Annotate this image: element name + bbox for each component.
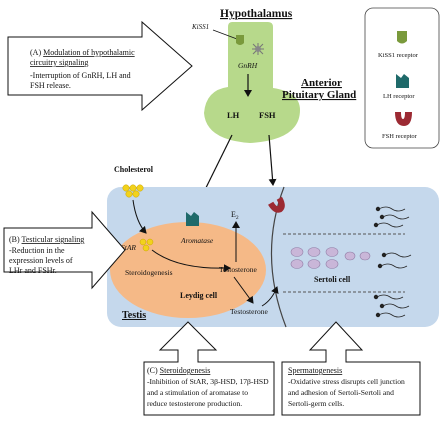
- box-c-arrow: [143, 321, 275, 416]
- legend-lh-label: LH receptor: [383, 93, 415, 100]
- kiss1-receptor-icon: [236, 35, 244, 45]
- box-c-body-line1: -Inhibition of StAR, 3β-HSD, 17β-HSD: [147, 377, 269, 386]
- hypothalamus-title: Hypothalamus: [220, 8, 293, 20]
- fsh-receptor-icon: [268, 196, 285, 213]
- fsh-label: FSH: [259, 110, 276, 120]
- box-b-arrow: [3, 210, 126, 290]
- sertoli-cell-label: Sertoli cell: [314, 275, 351, 284]
- pituitary-title-line1: Anterior: [301, 77, 342, 89]
- legend-kiss1-label: KiSS1 receptor: [378, 52, 419, 59]
- aromatase-label: Aromatase: [180, 236, 214, 245]
- fsh-to-testis-arrow: [268, 134, 277, 186]
- testosterone-outer-label: Testosterone: [230, 307, 268, 316]
- gnrh-neuron-icon: [252, 43, 264, 55]
- box-c-body-line3: reduce testosterone production.: [147, 399, 242, 408]
- box-a-heading-line2: circuitry signaling: [30, 58, 88, 67]
- kiss1-label: KiSS1: [191, 23, 209, 31]
- box-a-body-line2: FSH release.: [30, 81, 71, 90]
- lh-receptor-legend-icon: [396, 74, 409, 88]
- cholesterol-arrow: [132, 199, 147, 234]
- lh-receptor-icon: [186, 212, 199, 226]
- steroidogenesis-arrow: [151, 249, 231, 273]
- box-a-heading-line1: (A) Modulation of hypothalamic: [30, 48, 135, 57]
- box-c-body-line2: and a stimulation of aromatase to: [147, 388, 248, 397]
- cholesterol-label: Cholesterol: [114, 165, 154, 174]
- sertoli-arrow: [261, 286, 279, 307]
- box-b-heading: (B) Testicular signaling: [9, 235, 84, 244]
- e2-label: E2: [231, 210, 239, 221]
- box-b-body-line2: expression levels of: [9, 256, 73, 265]
- star-molecules: [139, 238, 154, 252]
- lh-label: LH: [227, 110, 240, 120]
- box-d-body-line3: Sertoli-germ cells.: [288, 399, 344, 408]
- testosterone-out-arrow: [233, 276, 254, 304]
- gnrh-label: GnRH: [238, 61, 258, 70]
- testosterone-inner-label: Testosterone: [219, 265, 257, 274]
- steroidogenesis-label: Steroidogenesis: [125, 268, 173, 277]
- hypothalamus-shape: [204, 22, 300, 143]
- legend-fsh-label: FSH receptor: [382, 133, 418, 140]
- kiss1-receptor-legend-icon: [397, 31, 407, 44]
- kiss1-pointer: [212, 29, 238, 40]
- leydig-cell-label: Leydig cell: [180, 291, 218, 300]
- box-b-body-line1: -Reduction in the: [9, 246, 65, 255]
- box-c-heading: (C) Steroidogenesis: [147, 366, 210, 375]
- box-d-body-line2: and adhesion of Sertoli-Sertoli and: [288, 388, 394, 397]
- pituitary-title-line2: Pituitary Gland: [282, 89, 356, 101]
- box-d-heading: Spermatogenesis: [288, 366, 342, 375]
- box-a-arrow: [7, 20, 193, 112]
- box-d-arrow: [281, 321, 421, 416]
- leydig-cell: [110, 222, 266, 318]
- spermatozoa: [373, 206, 412, 318]
- box-a-body-line1: -Interruption of GnRH, LH and: [30, 71, 131, 80]
- cholesterol-molecules: [122, 184, 144, 198]
- box-d-body-line1: -Oxidative stress disrupts cell junction: [288, 377, 405, 386]
- germ-cells: [290, 247, 371, 269]
- fsh-receptor-legend-icon: [395, 112, 412, 126]
- testis-label: Testis: [122, 310, 146, 321]
- box-b-body-line3: LHr and FSHr.: [9, 266, 57, 275]
- star-label: StAR: [121, 243, 136, 252]
